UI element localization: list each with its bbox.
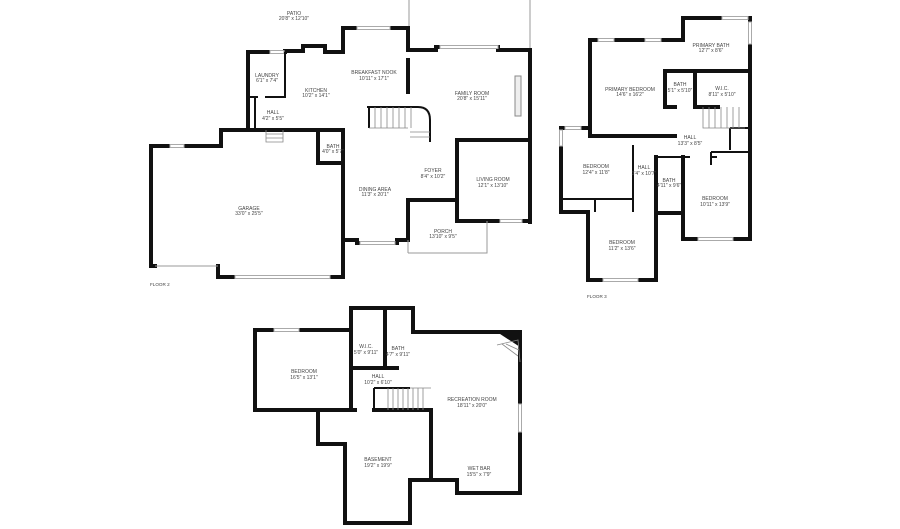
floor-2-plan: PATIO 20'8" x 12'10" LAUNDRY 6'1" x 7'4"… (149, 0, 532, 287)
room-name: BATH (663, 178, 676, 184)
room-name: LIVING ROOM (476, 177, 509, 183)
room-name: FAMILY ROOM (455, 91, 489, 97)
room-name: KITCHEN (305, 88, 327, 94)
room-name: BATH (327, 144, 340, 150)
window (748, 21, 752, 45)
room-size: 4'11" x 9'6" (657, 183, 681, 189)
stairs (702, 107, 745, 129)
window (564, 126, 582, 130)
basement-outer-walls (253, 306, 522, 525)
room-name: HALL (267, 110, 280, 116)
room-name: W.I.C. (715, 86, 729, 92)
room-size: 8'11" x 5'10" (708, 92, 735, 98)
stair-walls (367, 106, 431, 142)
room-size: 12'1" x 13'10" (478, 183, 508, 189)
room-size: 6'1" x 7'4" (256, 78, 278, 84)
room-size: 12'7" x 8'6" (699, 48, 724, 54)
patio-edge (408, 0, 531, 50)
room-size: 11'2" x 13'6" (608, 246, 635, 252)
porch-edge (407, 221, 488, 254)
room-name: BEDROOM (291, 369, 317, 375)
room-size: 18'11" x 20'0" (457, 403, 487, 409)
room-name: GARAGE (238, 206, 260, 212)
room-name: FOYER (424, 168, 442, 174)
room-name: PRIMARY BATH (693, 43, 730, 49)
window (518, 403, 522, 433)
window (559, 129, 563, 147)
laundry-walls (248, 52, 286, 128)
room-name: PRIMARY BEDROOM (605, 87, 655, 93)
floor-label: FLOOR 2 (150, 282, 170, 287)
room-name: HALL (638, 165, 651, 171)
basement-plan: W.I.C. 5'0" x 9'11" BATH 4'7" x 9'11" BE… (253, 306, 522, 525)
window (273, 328, 300, 332)
room-name: RECREATION ROOM (447, 397, 496, 403)
room-name: BEDROOM (609, 240, 635, 246)
room-size: 15'5" x 7'9" (467, 472, 492, 478)
room-name: BATH (674, 82, 687, 88)
primary-suite-walls (588, 69, 752, 138)
room-name: BEDROOM (583, 164, 609, 170)
window (644, 38, 662, 42)
window (602, 278, 639, 282)
window (597, 38, 615, 42)
room-size: 4'7" x 9'11" (386, 352, 410, 358)
room-name: BASEMENT (364, 457, 392, 463)
room-name: W.I.C. (359, 344, 373, 350)
room-name: HALL (684, 135, 697, 141)
room-size: 16'5" x 13'1" (290, 375, 318, 381)
room-size: 13'10" x 9'5" (429, 234, 457, 240)
window (356, 26, 391, 30)
room-size: 11'3" x 20'1" (361, 192, 388, 198)
window (269, 50, 285, 54)
room-size: 14'6" x 16'2" (616, 92, 644, 98)
room-name: PORCH (434, 229, 452, 235)
room-size: 20'8" x 15'11" (457, 96, 487, 102)
room-size: 5'1" x 5'10" (668, 88, 693, 94)
room-size: 13'3" x 8'5" (678, 141, 703, 147)
room-name: DINING AREA (359, 187, 392, 193)
room-size: 10'11" x 17'1" (359, 76, 389, 82)
living-dining-walls (341, 128, 532, 245)
room-size: 4'0" x 5'7" (322, 149, 344, 155)
floor-3-plan: PRIMARY BATH 12'7" x 8'6" PRIMARY BEDROO… (559, 16, 752, 299)
room-name: PATIO (287, 11, 301, 17)
interior-walls (316, 308, 433, 482)
room-size: 4'2" x 5'5" (262, 116, 284, 122)
room-name: LAUNDRY (255, 73, 279, 79)
fireplace-hearth (496, 339, 521, 363)
room-size: 5'0" x 9'11" (354, 350, 378, 356)
window (439, 45, 499, 49)
floor-label: FLOOR 3 (587, 294, 607, 299)
room-size: 8'4" x 10'2" (421, 174, 446, 180)
stairs (387, 387, 431, 410)
room-name: BEDROOM (702, 196, 728, 202)
room-size: 20'8" x 12'10" (279, 16, 309, 22)
window (721, 16, 749, 20)
stair-walls (373, 387, 410, 410)
room-size: 10'2" x 6'10" (364, 380, 392, 386)
room-name: HALL (372, 374, 385, 380)
room-size: 3'4" x 10'7" (632, 171, 657, 177)
room-name: BREAKFAST NOOK (351, 70, 397, 76)
garage-walls (149, 128, 345, 279)
window (359, 241, 396, 245)
window (234, 275, 331, 279)
room-name: BATH (392, 346, 405, 352)
fireplace-corner (497, 332, 520, 347)
room-size: 33'0" x 25'5" (235, 211, 263, 217)
room-size: 19'2" x 19'9" (364, 463, 392, 469)
window (697, 237, 734, 241)
bath-walls (316, 128, 345, 165)
room-size: 12'4" x 11'8" (582, 170, 609, 176)
window (169, 144, 185, 148)
room-name: WET BAR (468, 466, 491, 472)
window (499, 219, 523, 223)
stairs (265, 107, 430, 143)
room-size: 10'2" x 14'1" (302, 93, 330, 99)
fireplace (514, 75, 522, 117)
room-size: 10'11" x 13'9" (700, 202, 730, 208)
